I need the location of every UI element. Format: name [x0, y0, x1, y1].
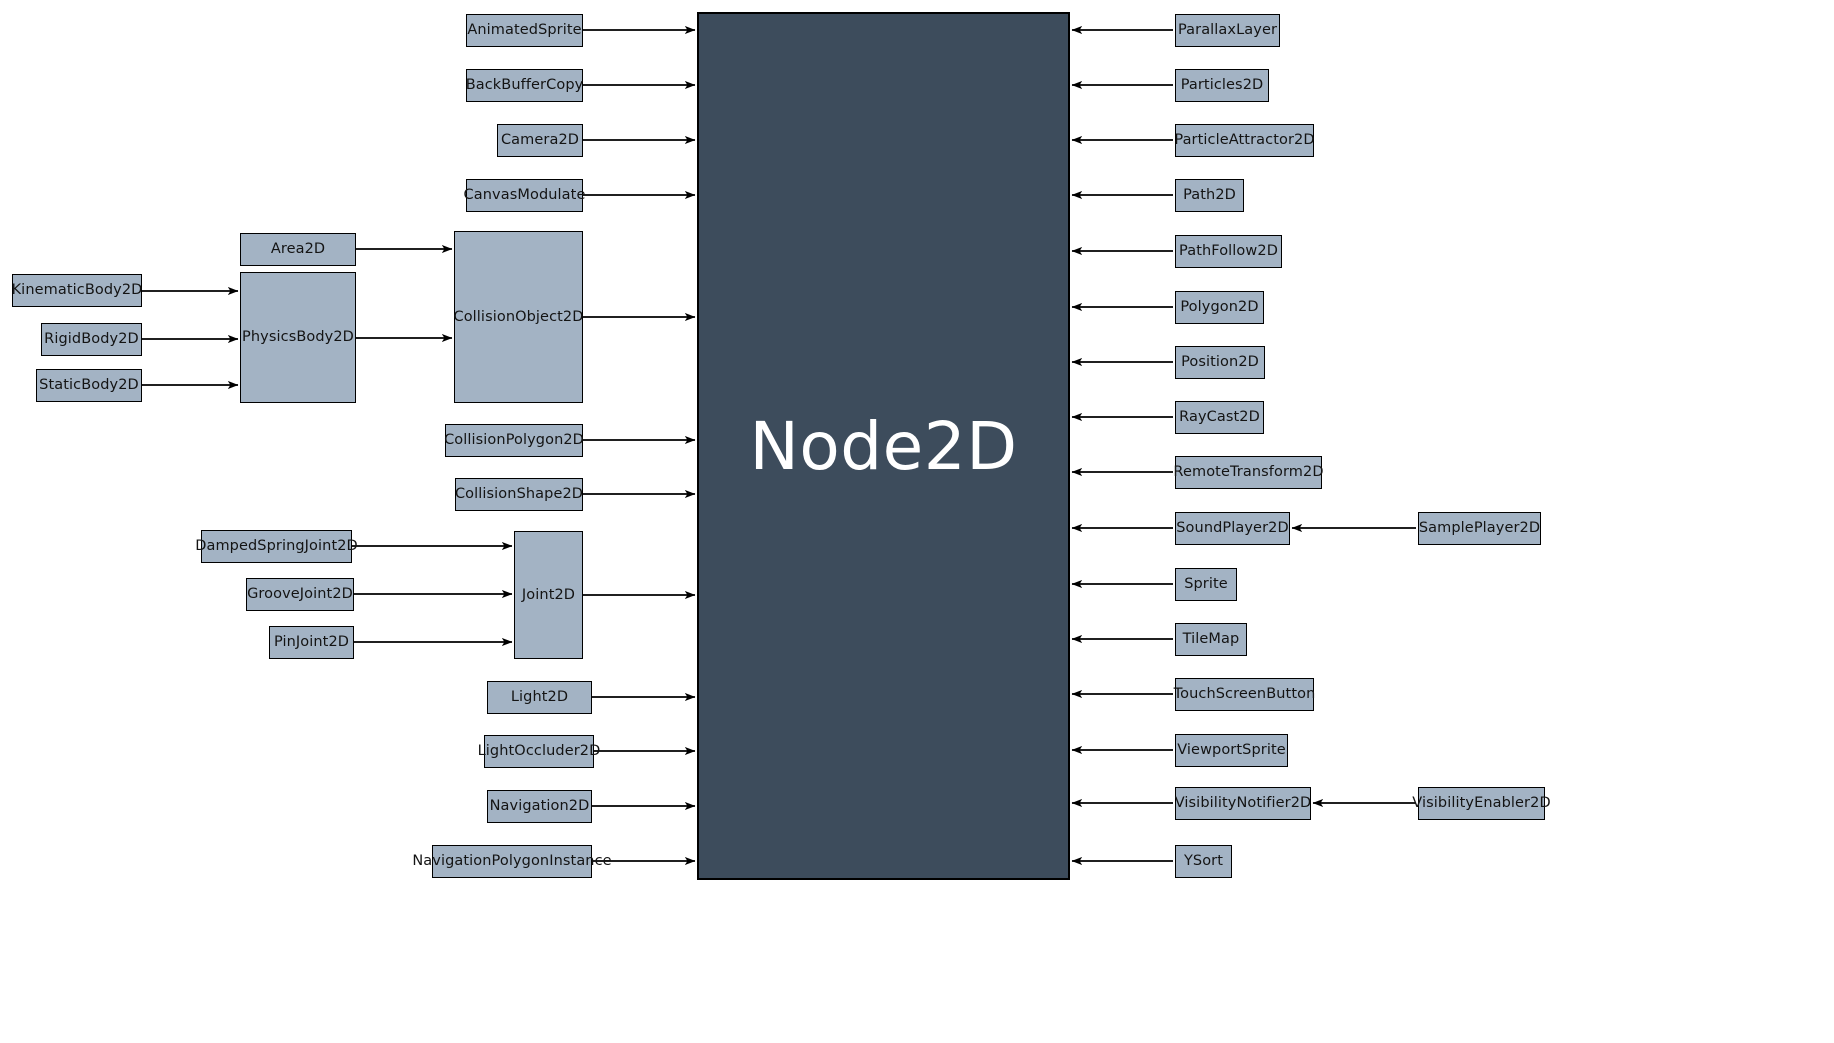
node-particle-attractor2-d[interactable]: ParticleAttractor2D: [1174, 124, 1315, 157]
node-path-follow2-d[interactable]: PathFollow2D: [1175, 235, 1282, 268]
node-ray-cast2-d[interactable]: RayCast2D: [1175, 401, 1264, 434]
node-animated-sprite[interactable]: AnimatedSprite: [466, 14, 583, 47]
node-pin-joint2-d[interactable]: PinJoint2D: [269, 626, 354, 659]
node-area2-d[interactable]: Area2D: [240, 233, 356, 266]
node-collision-object2-d[interactable]: CollisionObject2D: [453, 231, 583, 403]
node-particles2-d[interactable]: Particles2D: [1175, 69, 1269, 102]
node-light-occluder2-d[interactable]: LightOccluder2D: [478, 735, 600, 768]
node-sound-player2-d[interactable]: SoundPlayer2D: [1175, 512, 1290, 545]
node-visibility-enabler2-d[interactable]: VisibilityEnabler2D: [1412, 787, 1551, 820]
node-path2-d[interactable]: Path2D: [1175, 179, 1244, 212]
node-sample-player2-d[interactable]: SamplePlayer2D: [1418, 512, 1541, 545]
node-canvas-modulate[interactable]: CanvasModulate: [464, 179, 585, 212]
node-light2-d[interactable]: Light2D: [487, 681, 592, 714]
node-collision-polygon2-d[interactable]: CollisionPolygon2D: [444, 424, 584, 457]
node-sprite[interactable]: Sprite: [1175, 568, 1237, 601]
node-tile-map[interactable]: TileMap: [1175, 623, 1247, 656]
node-joint2-d[interactable]: Joint2D: [514, 531, 583, 659]
root-node-node2-d[interactable]: Node2D: [697, 12, 1070, 880]
node-damped-spring-joint2-d[interactable]: DampedSpringJoint2D: [195, 530, 358, 563]
node-kinematic-body2-d[interactable]: KinematicBody2D: [12, 274, 142, 307]
node-touch-screen-button[interactable]: TouchScreenButton: [1174, 678, 1315, 711]
node-viewport-sprite[interactable]: ViewportSprite: [1175, 734, 1288, 767]
node-position2-d[interactable]: Position2D: [1175, 346, 1265, 379]
node-rigid-body2-d[interactable]: RigidBody2D: [41, 323, 142, 356]
node-physics-body2-d[interactable]: PhysicsBody2D: [240, 272, 356, 403]
node-navigation2-d[interactable]: Navigation2D: [487, 790, 592, 823]
node-camera2-d[interactable]: Camera2D: [497, 124, 583, 157]
node-collision-shape2-d[interactable]: CollisionShape2D: [455, 478, 583, 511]
node-groove-joint2-d[interactable]: GrooveJoint2D: [246, 578, 354, 611]
node-static-body2-d[interactable]: StaticBody2D: [36, 369, 142, 402]
node-remote-transform2-d[interactable]: RemoteTransform2D: [1173, 456, 1323, 489]
node-parallax-layer[interactable]: ParallaxLayer: [1175, 14, 1280, 47]
node-navigation-polygon-instance[interactable]: NavigationPolygonInstance: [412, 845, 612, 878]
node-visibility-notifier2-d[interactable]: VisibilityNotifier2D: [1175, 787, 1311, 820]
node-back-buffer-copy[interactable]: BackBufferCopy: [466, 69, 583, 102]
node-ysort[interactable]: YSort: [1175, 845, 1232, 878]
node-polygon2-d[interactable]: Polygon2D: [1175, 291, 1264, 324]
